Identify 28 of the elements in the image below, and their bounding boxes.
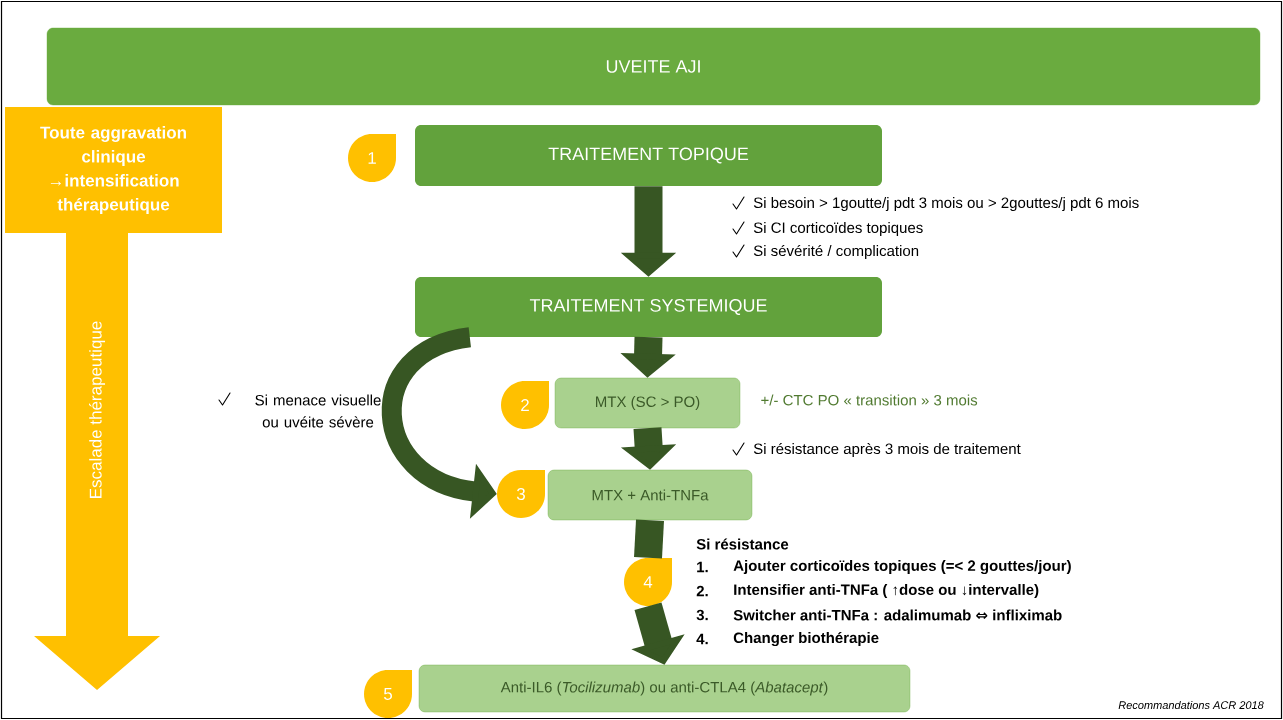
note-box: Toute aggravation clinique →intensification thérapeutique — [5, 107, 222, 233]
step-badge: 1 — [348, 134, 396, 182]
condition-text: Si résistance après 3 mois de traitement — [753, 442, 1021, 458]
list-number: 1. — [697, 561, 708, 573]
step-badge: 4 — [624, 558, 672, 606]
step-badge: 5 — [364, 670, 412, 718]
condition-text: Si besoin > 1goutte/j pdt 3 mois ou > 2gouttes/j pdt 6 mois — [753, 197, 1139, 211]
condition-text: Si CI corticoïdes topiques — [753, 222, 923, 236]
condition-text: Si menace visuelle ou uvéite sévère — [255, 394, 381, 428]
list-number: 2. — [696, 585, 708, 597]
list-text: Intensifier anti-TNFa ( ↑dose ou ↓intervalle) — [734, 584, 1039, 598]
list-text: Si résistance — [696, 538, 789, 550]
treatment-box: MTX + Anti-TNFa — [547, 469, 753, 521]
process-box: TRAITEMENT TOPIQUE — [415, 125, 882, 186]
list-text: Changer biothérapie — [733, 631, 879, 647]
title-banner: UVEITE AJI — [46, 27, 1261, 106]
list-number: 4. — [696, 633, 708, 645]
side-note: +/- CTC PO « transition » 3 mois — [761, 394, 978, 406]
list-number: 3. — [696, 609, 708, 621]
source-note: Recommandations ACR 2018 — [1118, 700, 1264, 710]
treatment-box: Anti-IL6 (Tocilizumab) ou anti-CTLA4 (Abatacept) — [418, 664, 911, 713]
process-box: TRAITEMENT SYSTEMIQUE — [415, 277, 882, 337]
step-badge: 2 — [501, 381, 549, 429]
list-text: Ajouter corticoïdes topiques (=< 2 gouttes/jour) — [733, 559, 1071, 574]
step-badge: 3 — [497, 470, 545, 518]
condition-text: Si sévérité / complication — [753, 244, 919, 260]
list-text: Switcher anti-TNFa : adalimumab ⇔ infliximab — [733, 609, 1062, 621]
treatment-box: MTX (SC > PO) — [554, 377, 741, 429]
